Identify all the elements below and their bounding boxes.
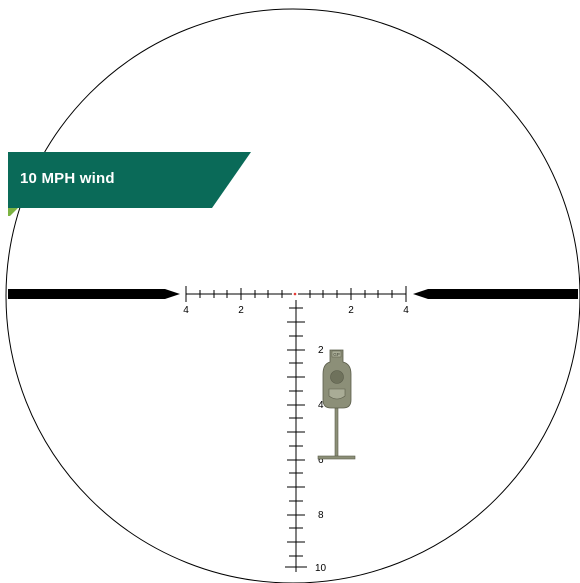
h-label-left-4: 4 bbox=[183, 305, 189, 316]
v-label-2: 2 bbox=[318, 345, 324, 356]
h-label-right-4: 4 bbox=[403, 305, 409, 316]
v-label-4: 4 bbox=[318, 400, 324, 411]
wind-banner: 10 MPH wind bbox=[8, 152, 251, 216]
center-dot bbox=[293, 292, 297, 296]
wind-banner-label: 10 MPH wind bbox=[20, 170, 115, 187]
target-body-plate bbox=[328, 388, 346, 400]
target-stand-pole bbox=[334, 407, 339, 459]
target-badge-text: GP bbox=[333, 352, 340, 357]
target-stand-base bbox=[317, 455, 356, 460]
right-post bbox=[413, 289, 578, 299]
horizontal-crosshair bbox=[185, 286, 407, 302]
vertical-crosshair bbox=[285, 300, 307, 572]
steel-target: GP bbox=[317, 349, 356, 460]
h-label-left-2: 2 bbox=[238, 305, 244, 316]
v-label-10: 10 bbox=[315, 563, 327, 574]
left-post bbox=[8, 289, 180, 299]
target-head-plate bbox=[330, 370, 344, 384]
banner-fold-tab bbox=[8, 208, 18, 216]
v-label-8: 8 bbox=[318, 510, 324, 521]
v-label-6: 6 bbox=[318, 455, 324, 466]
banner-shape bbox=[8, 152, 251, 208]
target-badge bbox=[331, 350, 342, 358]
h-label-right-2: 2 bbox=[348, 305, 354, 316]
